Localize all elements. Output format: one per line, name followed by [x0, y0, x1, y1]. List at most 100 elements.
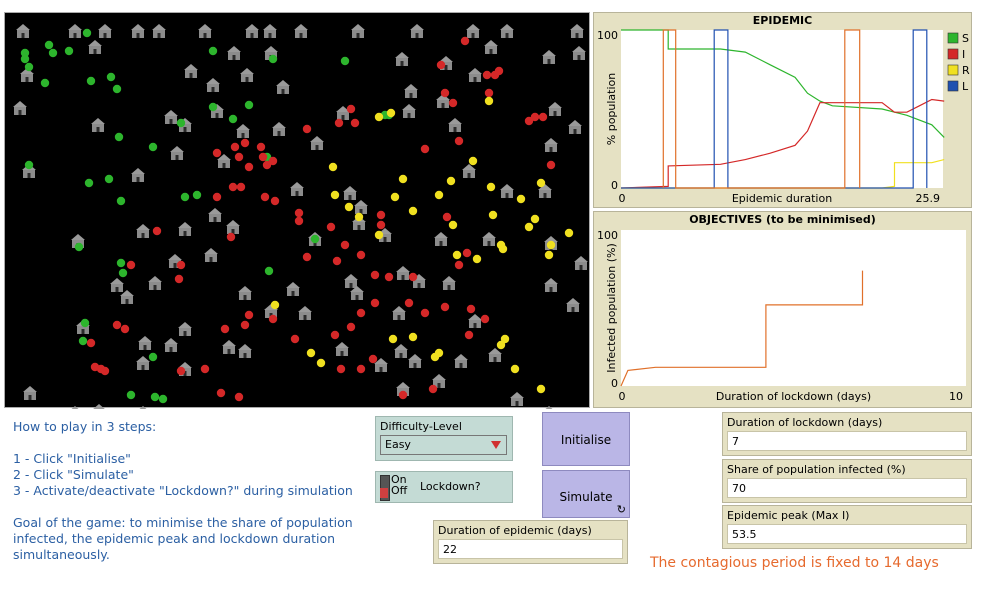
house-icon [336, 106, 350, 120]
house-icon [138, 336, 152, 350]
infected-agent [346, 322, 356, 332]
house-icon [394, 344, 408, 358]
infected-agent [240, 138, 250, 148]
susceptible-agent [192, 190, 202, 200]
lockdown-switch[interactable]: On Off Lockdown? [375, 471, 513, 503]
house-icon [136, 356, 150, 370]
susceptible-agent [44, 40, 54, 50]
house-icon [566, 298, 580, 312]
recovered-agent [498, 244, 508, 254]
infected-agent [260, 192, 270, 202]
house-icon [374, 358, 388, 372]
initialise-button[interactable]: Initialise [542, 412, 630, 466]
epidemic-peak-label: Epidemic peak (Max I) [727, 509, 850, 522]
house-icon [439, 56, 453, 70]
x-axis-label: Duration of lockdown (days) [716, 390, 871, 403]
house-icon [217, 154, 231, 168]
house-icon [545, 406, 553, 409]
house-icon [466, 24, 480, 38]
house-icon [468, 68, 482, 82]
recovered-agent [564, 228, 574, 238]
house-icon [500, 24, 514, 38]
infected-agent [226, 232, 236, 242]
infected-agent [420, 144, 430, 154]
house-icon [93, 404, 105, 409]
infected-agent [330, 330, 340, 340]
infected-agent [258, 152, 268, 162]
house-icon [510, 392, 524, 406]
house-icon [178, 322, 192, 336]
infected-agent [126, 260, 136, 270]
infected-agent [336, 364, 346, 374]
house-icon [245, 24, 259, 38]
susceptible-agent [244, 100, 254, 110]
difficulty-select[interactable]: Easy [380, 435, 507, 455]
house-icon [544, 278, 558, 292]
series-line-marker-0 [620, 270, 864, 387]
house-icon [410, 24, 424, 38]
x-tick-label: 25.9 [916, 192, 941, 205]
house-icon [294, 24, 308, 38]
instructions-step-2: 2 - Click "Simulate" [13, 467, 134, 482]
house-icon [500, 184, 514, 198]
difficulty-label: Difficulty-Level [380, 420, 462, 433]
house-icon [548, 102, 562, 116]
house-icon [454, 354, 468, 368]
simulate-label: Simulate [559, 490, 613, 504]
house-icon [343, 186, 357, 200]
infected-agent [262, 160, 272, 170]
infected-agent [290, 334, 300, 344]
house-icon [276, 80, 290, 94]
infected-agent [356, 308, 366, 318]
simulate-button[interactable]: Simulate ↻ [542, 470, 630, 518]
susceptible-agent [148, 142, 158, 152]
epidemic-peak-monitor: Epidemic peak (Max I) 53.5 [722, 505, 972, 549]
y-tick-label: 0 [611, 179, 618, 192]
house-icon [170, 146, 184, 160]
susceptible-agent [20, 54, 30, 64]
house-icon [68, 24, 82, 38]
legend-swatch-I [947, 48, 959, 60]
infected-agent [368, 354, 378, 364]
susceptible-agent [112, 84, 122, 94]
infected-agent [220, 324, 230, 334]
house-icon [396, 266, 410, 280]
y-axis-label: % population [605, 73, 618, 146]
house-icon [402, 104, 416, 118]
susceptible-agent [208, 46, 218, 56]
infected-agent [270, 196, 280, 206]
infected-agent [448, 98, 458, 108]
series-line-marker-4 [662, 29, 861, 189]
house-icon [468, 314, 482, 328]
infected-agent [256, 142, 266, 152]
house-icon [392, 306, 406, 320]
susceptible-agent [126, 390, 136, 400]
house-icon [204, 248, 218, 262]
susceptible-agent [116, 196, 126, 206]
x-tick-label: 10 [949, 390, 963, 403]
house-icon [98, 24, 112, 38]
instructions-goal-1: Goal of the game: to minimise the share … [13, 515, 353, 530]
house-icon [570, 24, 584, 38]
recovered-agent [500, 334, 510, 344]
switch-knob[interactable] [380, 488, 388, 498]
recovered-agent [408, 206, 418, 216]
infected-agent [326, 222, 336, 232]
recovered-agent [452, 250, 462, 260]
infected-agent [212, 192, 222, 202]
house-icon [544, 138, 558, 152]
recovered-agent [398, 174, 408, 184]
susceptible-agent [176, 118, 186, 128]
difficulty-chooser[interactable]: Difficulty-Level Easy [375, 416, 513, 461]
epidemic-plot-title: EPIDEMIC [752, 14, 813, 27]
infected-agent [494, 66, 504, 76]
recovered-agent [536, 178, 546, 188]
infected-agent [234, 152, 244, 162]
infected-agent [350, 118, 360, 128]
house-icon [395, 52, 409, 66]
recovered-agent [496, 340, 506, 350]
world-view[interactable] [4, 12, 590, 409]
recovered-agent [374, 230, 384, 240]
